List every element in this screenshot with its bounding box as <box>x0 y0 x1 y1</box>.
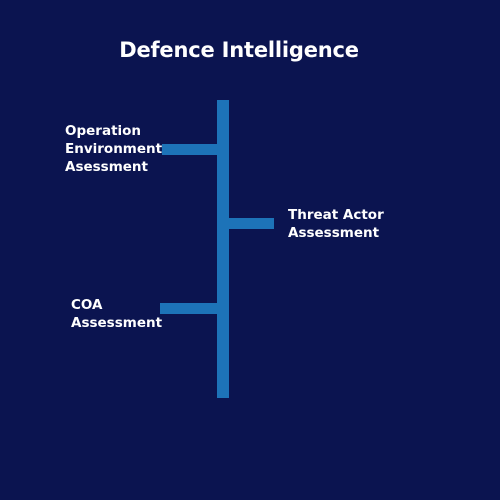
node-label-threat-actor: Threat Actor Assessment <box>288 207 384 241</box>
connector-coa <box>160 303 222 314</box>
diagram-title: Defence Intelligence <box>119 38 359 62</box>
node-label-operation-environment: Operation Environment Asessment <box>65 123 163 175</box>
connector-threat-actor <box>224 218 274 229</box>
connector-operation-environment <box>162 144 220 155</box>
node-label-coa: COA Assessment <box>71 297 163 331</box>
timeline-spine <box>217 100 229 398</box>
